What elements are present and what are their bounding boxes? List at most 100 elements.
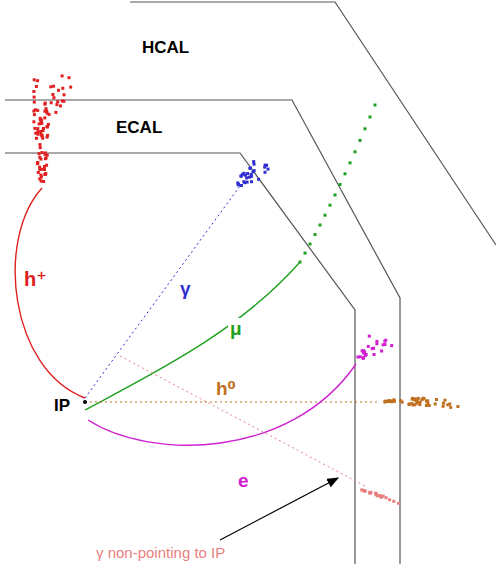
shower-dot [251,170,254,173]
shower-dot [264,171,267,174]
shower-dot [376,494,379,497]
shower-dot [428,404,431,407]
shower-dot [54,111,57,114]
shower-dot [365,353,368,356]
shower-dot [46,112,49,115]
shower-dot [363,489,366,492]
shower-dot [375,340,378,343]
shower-dot [419,401,422,404]
shower-dot [41,134,44,137]
shower-dot [257,178,260,181]
shower-dot [309,243,312,246]
shower-dot [33,113,36,116]
shower-dot [43,103,46,106]
shower-dot [304,252,307,255]
shower-dot [32,120,35,123]
shower-dot [253,163,256,166]
calorimeter-boundaries [5,2,496,564]
shower-dot [36,127,39,130]
shower-dot [241,173,244,176]
shower-dot [38,152,41,155]
shower-dot [56,100,59,103]
shower-dot [51,93,54,96]
shower-dot [33,96,36,99]
shower-dot [45,107,48,110]
shower-dot [383,340,386,343]
shower-dot [50,101,53,104]
shower-dot [40,119,43,122]
shower-dot [39,143,42,146]
shower-dot [240,184,243,187]
shower-dot [362,357,365,360]
shower-dot [49,85,52,88]
shower-dot [384,401,387,404]
shower-dot [36,79,39,82]
particle-label: h⁰ [214,378,238,399]
shower-dot [250,175,253,178]
shower-dot [33,78,36,81]
shower-dot [35,137,38,140]
shower-dot [55,103,58,106]
shower-dot [244,174,247,177]
shower-dot [40,119,43,122]
shower-dot [47,123,50,126]
shower-dot [449,406,452,409]
shower-dot [33,101,36,104]
shower-dot [69,86,72,89]
shower-dot [34,132,37,135]
shower-dot [43,116,46,119]
shower-dot [373,353,376,356]
shower-dot [43,168,46,171]
shower-dot [414,399,417,402]
shower-dot [39,146,42,149]
shower-dot [397,502,400,505]
shower-dot [384,400,387,403]
caption-note: γ non-pointing to IP [94,544,227,561]
charged-hadron-track [15,188,85,398]
shower-dot [359,355,362,358]
shower-dot [324,214,327,217]
shower-dot [349,161,352,164]
shower-dot [369,116,372,119]
shower-dot [44,172,47,175]
shower-dot [369,492,372,495]
shower-dot [246,181,249,184]
shower-dot [371,347,374,350]
shower-dot [249,167,252,170]
shower-dot [362,357,365,360]
shower-dot [390,400,393,403]
shower-dot [367,345,370,348]
shower-dot [401,401,404,404]
shower-dot [252,160,255,163]
shower-dot [40,133,43,136]
shower-dot [426,399,429,402]
shower-dot [44,157,47,160]
shower-dot [435,398,438,401]
shower-dot [43,165,46,168]
shower-dot [444,399,447,402]
shower-dot [368,492,371,495]
interaction-point [83,400,87,404]
shower-dot [35,85,38,88]
shower-dot [408,403,411,406]
shower-dot [368,491,371,494]
shower-dot [384,339,387,342]
shower-dot [44,173,47,176]
point-label: IP [52,396,72,415]
shower-dot [46,134,49,137]
particle-label: e [236,470,251,491]
shower-dot [63,93,66,96]
shower-dot [456,405,459,408]
layer-name: HCAL [140,38,191,57]
shower-dot [390,344,393,347]
shower-dot [57,89,60,92]
shower-dot [391,400,394,403]
shower-dot [245,176,248,179]
shower-dot [68,76,71,79]
shower-dot [33,127,36,130]
shower-dot [39,130,42,133]
shower-dot [339,183,342,186]
shower-dot [38,156,41,159]
shower-dot [62,100,65,103]
particle-label: h⁺ [22,268,49,290]
